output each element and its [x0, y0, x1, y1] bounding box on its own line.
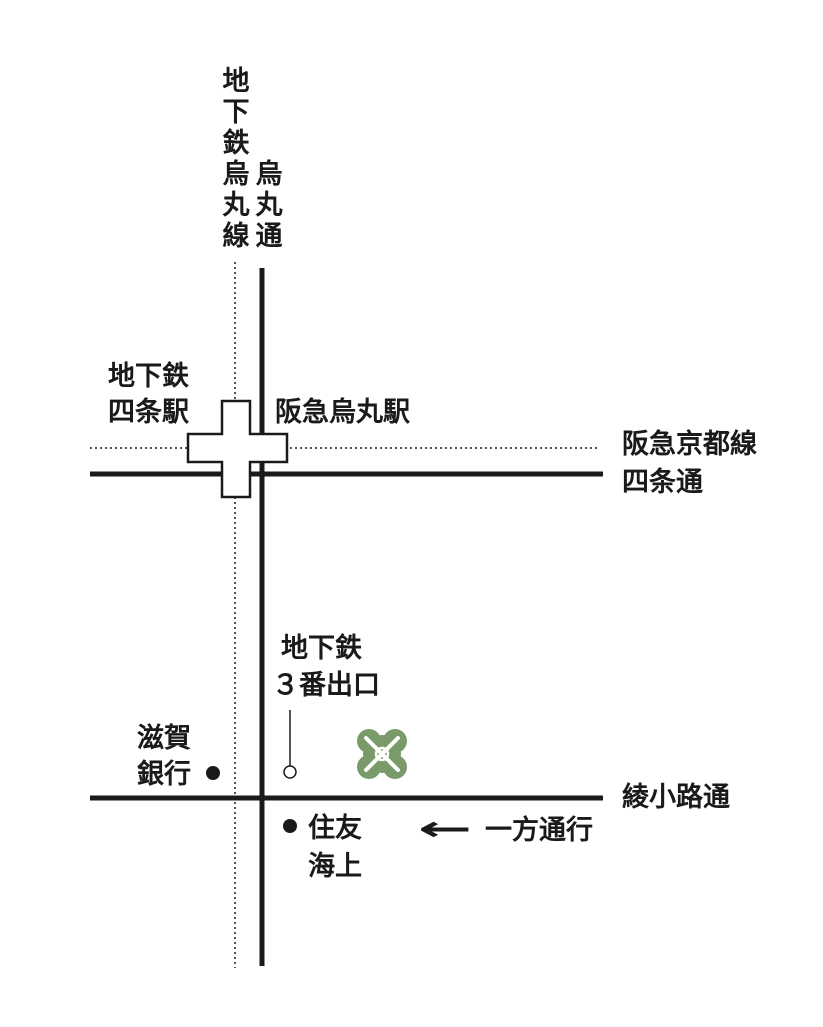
hollow-dot-icon — [283, 765, 297, 779]
karasuma-dori-label: 烏丸通 — [255, 159, 283, 252]
subway-shijo-station-label-1: 地下鉄 — [108, 361, 189, 392]
hankyu-karasuma-station-label: 阪急烏丸駅 — [275, 397, 410, 428]
shiga-bank-label-2: 銀行 — [137, 759, 191, 790]
one-way-arrow-icon: ← — [418, 809, 473, 849]
subway-karasuma-line-label: 地下鉄烏丸線 — [222, 66, 250, 252]
shiga-bank-label-1: 滋賀 — [137, 723, 191, 754]
clover-icon — [357, 729, 407, 779]
shijo-dori-label: 四条通 — [622, 467, 703, 498]
one-way-label: 一方通行 — [485, 815, 593, 846]
subway-shijo-station-label-2: 四条駅 — [108, 397, 189, 428]
ayanokoji-dori-label: 綾小路通 — [622, 782, 730, 813]
station-cross-marker — [186, 399, 289, 499]
sumitomo-label-2: 海上 — [308, 851, 362, 882]
filled-dot-icon — [206, 766, 220, 780]
hankyu-kyoto-line-label: 阪急京都線 — [622, 429, 757, 460]
sumitomo-label-1: 住友 — [308, 813, 362, 844]
subway-exit-label-2: ３番出口 — [272, 670, 380, 701]
subway-exit-label-1: 地下鉄 — [281, 633, 362, 664]
filled-dot-icon — [283, 819, 297, 833]
